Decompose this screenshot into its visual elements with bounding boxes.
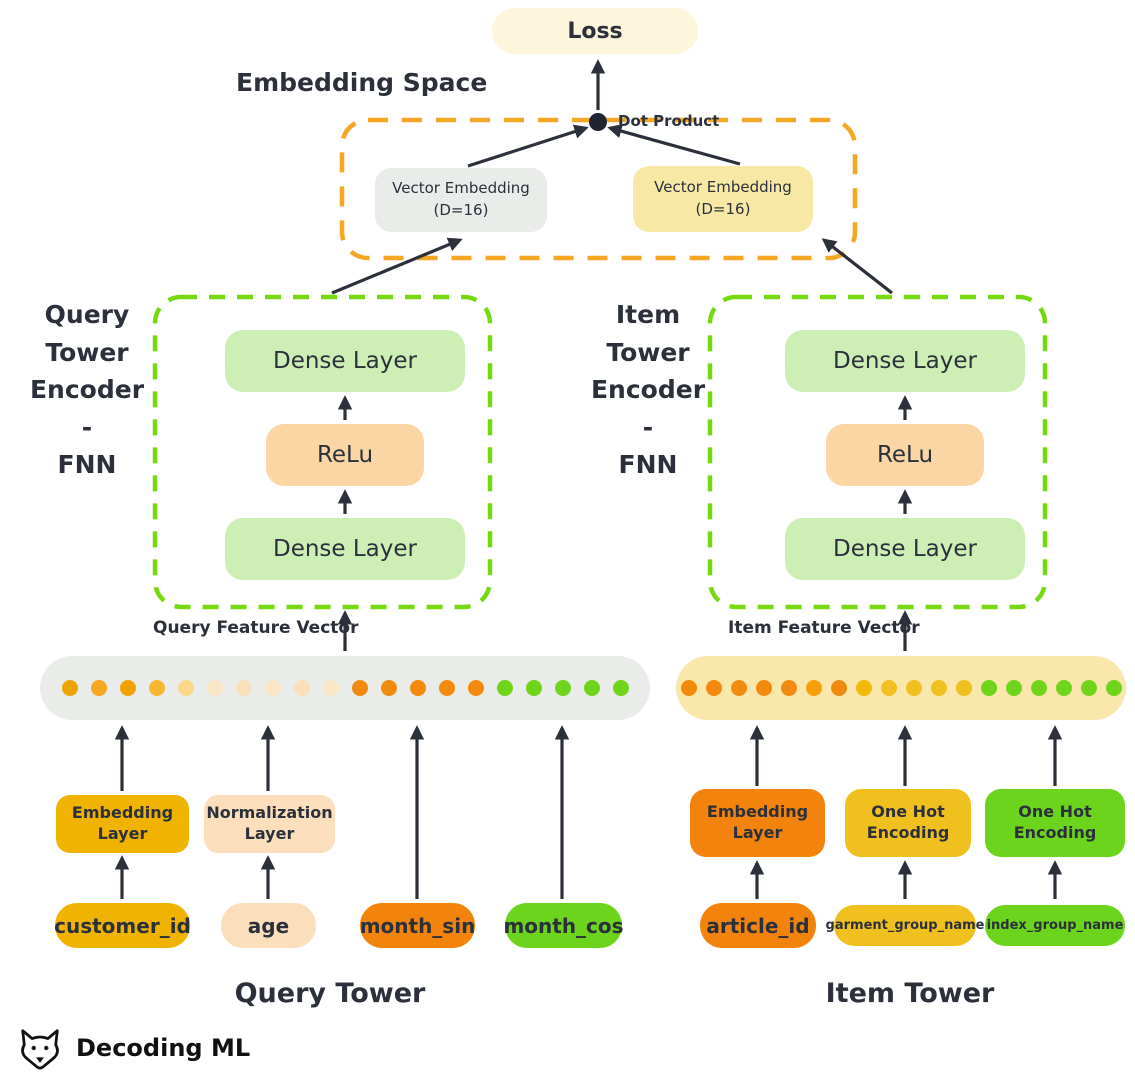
- feature-dot: [148, 680, 165, 696]
- feature-dot: [380, 680, 397, 696]
- feature-dot: [612, 680, 629, 696]
- feature-dot: [409, 680, 426, 696]
- item-onehot-encoding-garment-node: One Hot Encoding: [845, 789, 971, 857]
- query-normalization-layer-node: Normalization Layer: [204, 795, 335, 853]
- feature-dot: [1030, 680, 1047, 696]
- arrow-query-embedding-to-dot: [467, 124, 589, 168]
- feature-dot: [1080, 680, 1097, 696]
- feature-dot: [467, 680, 484, 696]
- feature-dot: [1105, 680, 1122, 696]
- arrow-item-encoder-to-embedding: [821, 238, 893, 295]
- query-encoder-label: Query Tower Encoder - FNN: [29, 300, 145, 479]
- feature-dot: [1005, 680, 1022, 696]
- feature-dot: [235, 680, 252, 696]
- item-embedding-layer-node: Embedding Layer: [690, 789, 825, 857]
- feature-dot: [206, 680, 223, 696]
- feature-dot: [1055, 680, 1072, 696]
- query-dense-layer-bottom: Dense Layer: [225, 518, 465, 580]
- item-vector-embedding-node: Vector Embedding (D=16): [633, 166, 813, 232]
- feature-dot: [905, 680, 922, 696]
- query-relu-layer: ReLu: [266, 424, 424, 486]
- input-customer-id: customer_id: [54, 903, 191, 948]
- feature-dot: [177, 680, 194, 696]
- item-dense-layer-bottom: Dense Layer: [785, 518, 1025, 580]
- feature-dot: [351, 680, 368, 696]
- input-index-group-name: index_group_name: [985, 905, 1125, 946]
- decoding-ml-wolf-logo-icon: [21, 1029, 59, 1070]
- input-month-cos: month_cos: [503, 903, 624, 948]
- dot-product-label: Dot Product: [618, 112, 720, 130]
- brand-name: Decoding ML: [76, 1034, 251, 1062]
- feature-dot: [554, 680, 571, 696]
- feature-dot: [805, 680, 822, 696]
- feature-dot: [955, 680, 972, 696]
- feature-dot: [930, 680, 947, 696]
- item-encoder-label: Item Tower Encoder - FNN: [590, 300, 706, 479]
- input-age: age: [221, 903, 316, 948]
- item-dense-layer-top: Dense Layer: [785, 330, 1025, 392]
- arrow-item-embedding-to-dot: [607, 124, 741, 166]
- query-feature-vector-label: Query Feature Vector: [153, 618, 359, 638]
- feature-dot: [264, 680, 281, 696]
- feature-dot: [880, 680, 897, 696]
- input-article-id: article_id: [700, 903, 816, 948]
- feature-dot: [780, 680, 797, 696]
- feature-dot: [525, 680, 542, 696]
- loss-node: Loss: [492, 8, 698, 54]
- input-month-sin: month_sin: [360, 903, 475, 948]
- dot-product-node: [589, 113, 607, 131]
- embedding-space-label: Embedding Space: [236, 68, 488, 97]
- item-onehot-encoding-index-node: One Hot Encoding: [985, 789, 1125, 857]
- feature-dot: [730, 680, 747, 696]
- brand-footer: Decoding ML: [14, 1026, 250, 1070]
- feature-dot: [980, 680, 997, 696]
- feature-dot: [583, 680, 600, 696]
- item-feature-vector-bar: [676, 656, 1126, 720]
- feature-dot: [755, 680, 772, 696]
- query-vector-embedding-node: Vector Embedding (D=16): [375, 168, 547, 232]
- feature-dot: [90, 680, 107, 696]
- item-relu-layer: ReLu: [826, 424, 984, 486]
- feature-dot: [293, 680, 310, 696]
- query-dense-layer-top: Dense Layer: [225, 330, 465, 392]
- feature-dot: [830, 680, 847, 696]
- query-embedding-layer-node: Embedding Layer: [56, 795, 189, 853]
- feature-dot: [680, 680, 697, 696]
- feature-dot: [438, 680, 455, 696]
- query-tower-title: Query Tower: [234, 978, 426, 1009]
- arrow-query-encoder-to-embedding: [331, 237, 463, 295]
- loss-label: Loss: [567, 18, 623, 44]
- input-garment-group-name: garment_group_name: [826, 905, 984, 946]
- feature-dot: [855, 680, 872, 696]
- feature-dot: [496, 680, 513, 696]
- item-feature-vector-label: Item Feature Vector: [728, 618, 920, 638]
- query-feature-vector-bar: [40, 656, 650, 720]
- feature-dot: [119, 680, 136, 696]
- item-tower-title: Item Tower: [825, 978, 995, 1009]
- feature-dot: [705, 680, 722, 696]
- feature-dot: [322, 680, 339, 696]
- feature-dot: [61, 680, 78, 696]
